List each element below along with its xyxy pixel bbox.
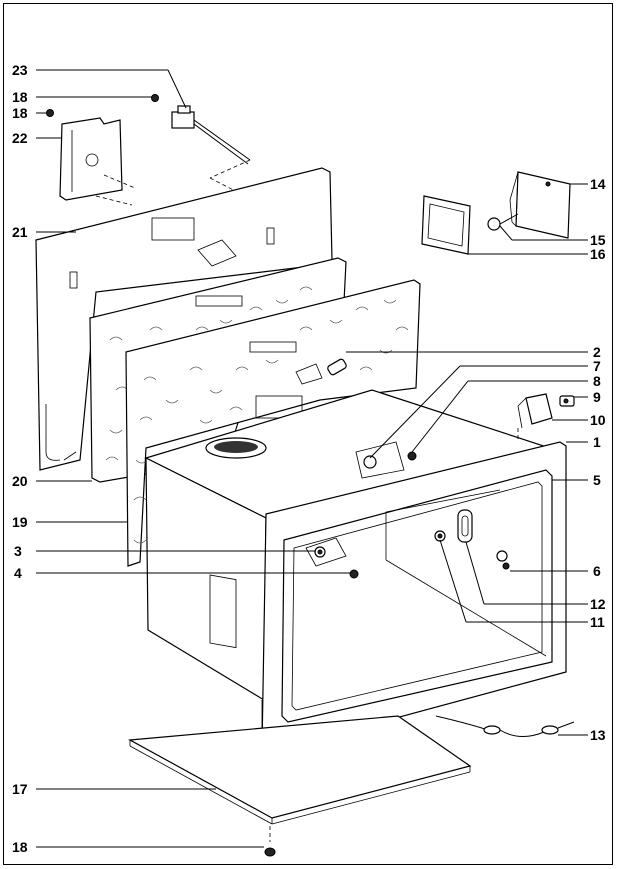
label-9: 9 bbox=[593, 389, 601, 405]
label-18a: 18 bbox=[12, 89, 28, 105]
screw-18-bottom bbox=[264, 847, 276, 857]
label-10: 10 bbox=[590, 412, 606, 428]
label-1: 1 bbox=[593, 434, 601, 450]
part-6-screw bbox=[496, 550, 510, 570]
screw-18-top bbox=[46, 94, 159, 117]
label-4: 4 bbox=[14, 565, 22, 581]
label-19: 19 bbox=[12, 514, 28, 530]
part-10-junction-box bbox=[517, 393, 553, 440]
label-15: 15 bbox=[590, 232, 606, 248]
label-17: 17 bbox=[12, 781, 28, 797]
label-18c: 18 bbox=[12, 839, 28, 855]
part-1-oven-cavity bbox=[144, 389, 567, 753]
label-16: 16 bbox=[590, 246, 606, 262]
leader-lines bbox=[36, 69, 588, 848]
part-13-probe-cable bbox=[435, 715, 575, 737]
label-22: 22 bbox=[12, 130, 28, 146]
label-12: 12 bbox=[590, 596, 606, 612]
part-2-sensor bbox=[327, 358, 347, 376]
part-14-housing bbox=[509, 171, 571, 239]
label-5: 5 bbox=[593, 472, 601, 488]
part-4-screw bbox=[349, 569, 359, 579]
label-11: 11 bbox=[590, 614, 605, 630]
part-labels: 23 18 18 22 21 14 15 16 2 7 8 9 10 1 5 2… bbox=[12, 62, 606, 855]
part-12-bracket bbox=[457, 509, 473, 543]
label-23: 23 bbox=[12, 62, 28, 78]
label-20: 20 bbox=[12, 473, 28, 489]
label-2: 2 bbox=[593, 344, 601, 360]
label-7: 7 bbox=[593, 358, 601, 374]
label-3: 3 bbox=[14, 543, 22, 559]
label-18b: 18 bbox=[12, 105, 28, 121]
diagram-border bbox=[3, 3, 613, 865]
part-23-switch bbox=[171, 105, 251, 197]
label-13: 13 bbox=[590, 727, 606, 743]
part-22-bracket-plate bbox=[59, 117, 136, 206]
part-17-base-plate bbox=[127, 715, 472, 842]
part-8-screw bbox=[407, 451, 417, 461]
part-15-fitting bbox=[487, 213, 519, 231]
part-3-lamp-holder bbox=[305, 537, 347, 567]
label-6: 6 bbox=[593, 563, 601, 579]
part-16-filter-frame bbox=[421, 195, 471, 255]
label-21: 21 bbox=[12, 224, 28, 240]
label-14: 14 bbox=[590, 176, 606, 192]
part-11-clip bbox=[434, 530, 446, 542]
label-8: 8 bbox=[593, 373, 601, 389]
part-9-plug bbox=[559, 395, 575, 407]
